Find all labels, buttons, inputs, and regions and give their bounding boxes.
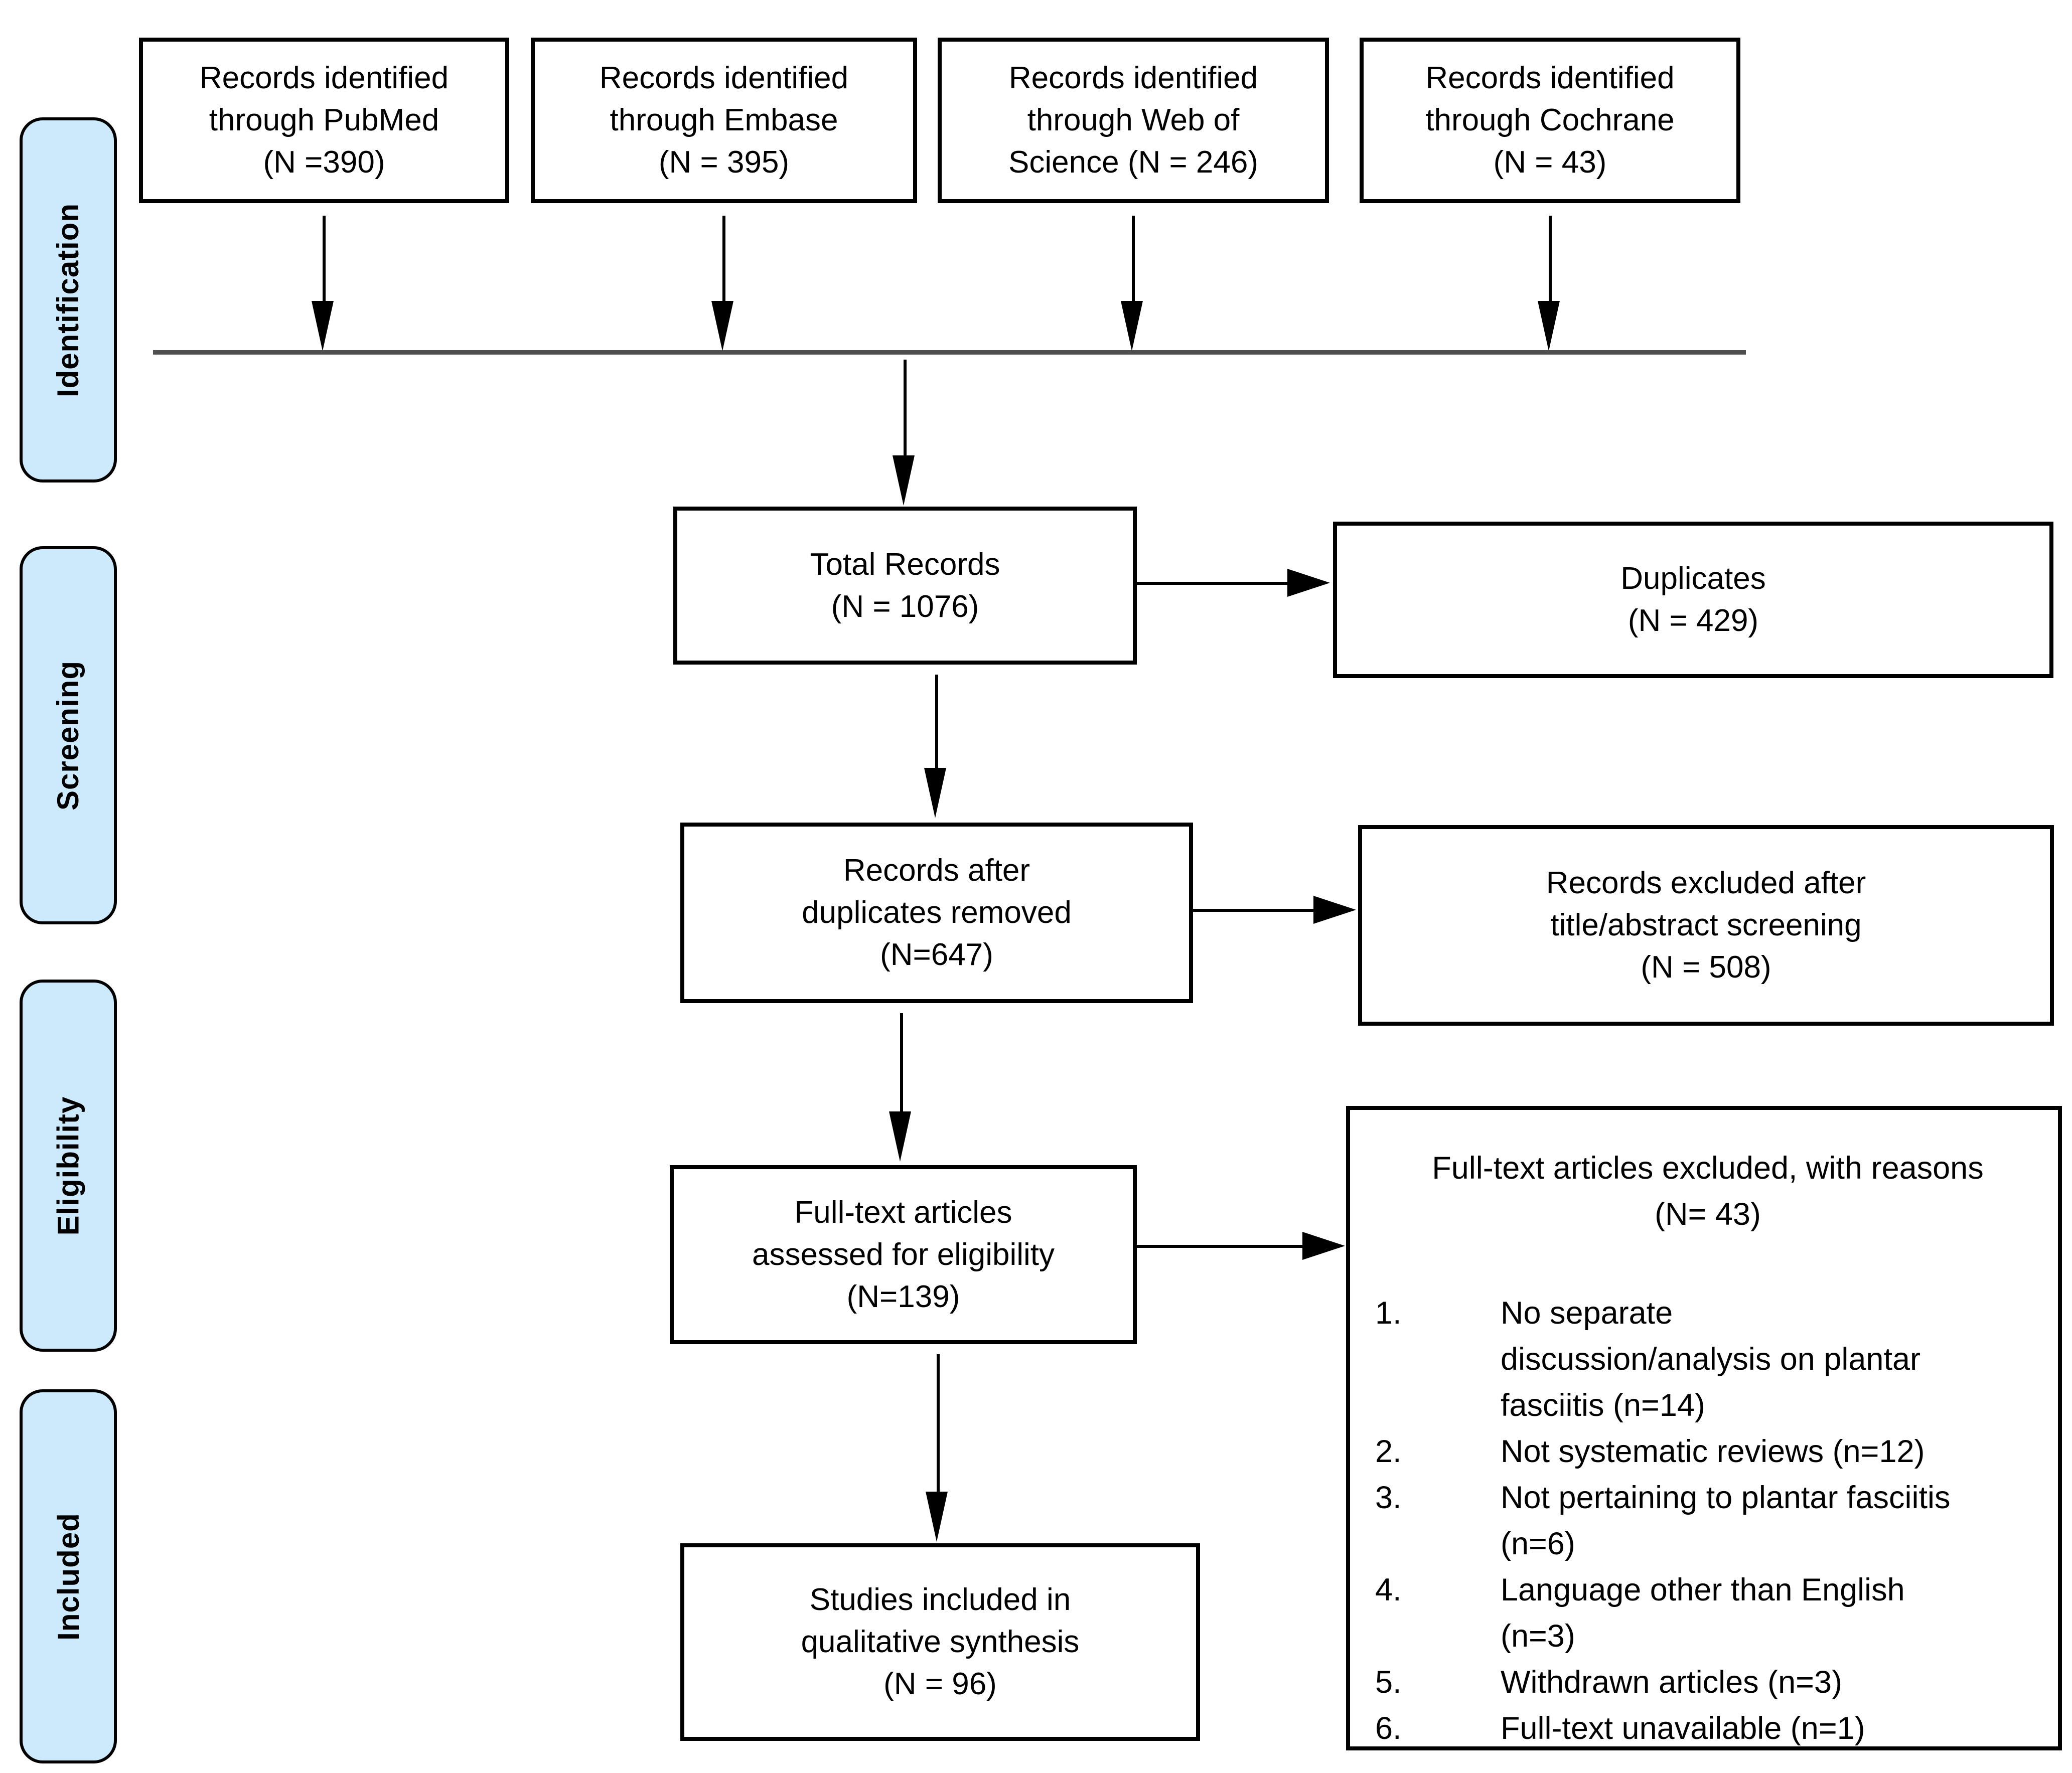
reason-text: Full-text unavailable (n=1) [1501, 1711, 1865, 1746]
arrow-to-studies-stem [937, 1354, 940, 1494]
exclusion-reasons-list: 1. No separate discussion/analysis on pl… [1375, 1290, 2040, 1751]
reason-number: 2. [1375, 1434, 1402, 1469]
box-records-web-of-science: Records identified through Web of Scienc… [938, 38, 1329, 203]
arrow-to-reasons-stem [1137, 1245, 1302, 1248]
arrow-to-after-duplicates-stem [935, 675, 938, 770]
arrow-wos-stem [1132, 216, 1135, 302]
reason-text: Not pertaining to plantar fasciitis (n=6… [1501, 1480, 1951, 1561]
box-records-embase-text: Records identified through Embase (N = 3… [599, 61, 849, 180]
reason-text: Not systematic reviews (n=12) [1501, 1434, 1925, 1469]
box-records-cochrane-text: Records identified through Cochrane (N =… [1425, 61, 1675, 180]
box-records-embase: Records identified through Embase (N = 3… [531, 38, 917, 203]
reason-number: 3. [1375, 1480, 1402, 1515]
exclusion-reasons-title: Full-text articles excluded, with reason… [1432, 1151, 1984, 1232]
box-total-records: Total Records (N = 1076) [673, 507, 1137, 665]
box-records-cochrane: Records identified through Cochrane (N =… [1360, 38, 1740, 203]
arrow-pubmed-stem [323, 216, 326, 302]
arrow-wos-head-icon [1121, 301, 1143, 351]
arrow-to-after-duplicates-head-icon [924, 768, 946, 818]
arrow-pubmed-head-icon [312, 301, 334, 351]
arrow-to-total-head-icon [893, 455, 915, 506]
box-records-pubmed-text: Records identified through PubMed (N =39… [199, 61, 449, 180]
arrow-to-assessed-head-icon [889, 1111, 911, 1162]
arrow-to-total-stem [904, 360, 907, 457]
exclusion-reason-item: 2. Not systematic reviews (n=12) [1375, 1428, 2040, 1475]
stage-identification: Identification [20, 117, 117, 482]
box-total-records-text: Total Records (N = 1076) [810, 547, 1000, 624]
stage-eligibility-label: Eligibility [51, 1096, 85, 1235]
stage-included-label: Included [51, 1512, 85, 1641]
arrow-total-to-duplicates-head-icon [1287, 569, 1330, 597]
box-records-web-of-science-text: Records identified through Web of Scienc… [1008, 61, 1258, 180]
reason-number: 4. [1375, 1572, 1402, 1607]
arrow-cochrane-head-icon [1538, 301, 1560, 351]
arrow-cochrane-stem [1549, 216, 1552, 302]
reason-text: Language other than English (n=3) [1501, 1572, 1905, 1654]
box-after-duplicates: Records after duplicates removed (N=647) [680, 823, 1193, 1003]
box-fulltext-assessed: Full-text articles assessed for eligibil… [670, 1165, 1137, 1344]
exclusion-reason-item: 6. Full-text unavailable (n=1) [1375, 1705, 2040, 1751]
box-studies-included: Studies included in qualitative synthesi… [680, 1543, 1200, 1741]
reason-number: 6. [1375, 1711, 1402, 1746]
stage-included: Included [20, 1389, 117, 1763]
arrow-to-excluded-screening-stem [1193, 909, 1313, 912]
stage-screening: Screening [20, 546, 117, 924]
arrow-total-to-duplicates-stem [1137, 582, 1287, 585]
arrow-embase-stem [722, 216, 725, 302]
arrow-to-studies-head-icon [926, 1492, 948, 1542]
box-excluded-screening-text: Records excluded after title/abstract sc… [1546, 866, 1866, 985]
exclusion-reason-item: 3. Not pertaining to plantar fasciitis (… [1375, 1475, 2040, 1567]
arrow-embase-head-icon [711, 301, 733, 351]
reason-number: 5. [1375, 1665, 1402, 1700]
box-exclusion-reasons: Full-text articles excluded, with reason… [1346, 1106, 2062, 1750]
reason-text: No separate discussion/analysis on plant… [1501, 1296, 1920, 1423]
stage-eligibility: Eligibility [20, 980, 117, 1352]
reason-text: Withdrawn articles (n=3) [1501, 1665, 1842, 1700]
reason-number: 1. [1375, 1296, 1402, 1331]
box-studies-included-text: Studies included in qualitative synthesi… [801, 1582, 1080, 1701]
box-records-pubmed: Records identified through PubMed (N =39… [139, 38, 509, 203]
arrow-to-excluded-screening-head-icon [1313, 896, 1356, 924]
exclusion-reason-item: 5. Withdrawn articles (n=3) [1375, 1659, 2040, 1705]
stage-screening-label: Screening [51, 660, 85, 811]
box-duplicates-text: Duplicates (N = 429) [1620, 561, 1766, 638]
arrow-to-reasons-head-icon [1302, 1232, 1345, 1260]
box-after-duplicates-text: Records after duplicates removed (N=647) [802, 853, 1072, 972]
box-fulltext-assessed-text: Full-text articles assessed for eligibil… [752, 1195, 1055, 1314]
collector-line [153, 350, 1746, 355]
box-excluded-screening: Records excluded after title/abstract sc… [1358, 825, 2054, 1026]
arrow-to-assessed-stem [900, 1013, 903, 1113]
stage-identification-label: Identification [51, 203, 85, 397]
exclusion-reason-item: 1. No separate discussion/analysis on pl… [1375, 1290, 2040, 1428]
box-duplicates: Duplicates (N = 429) [1333, 522, 2053, 678]
exclusion-reason-item: 4. Language other than English (n=3) [1375, 1567, 2040, 1659]
